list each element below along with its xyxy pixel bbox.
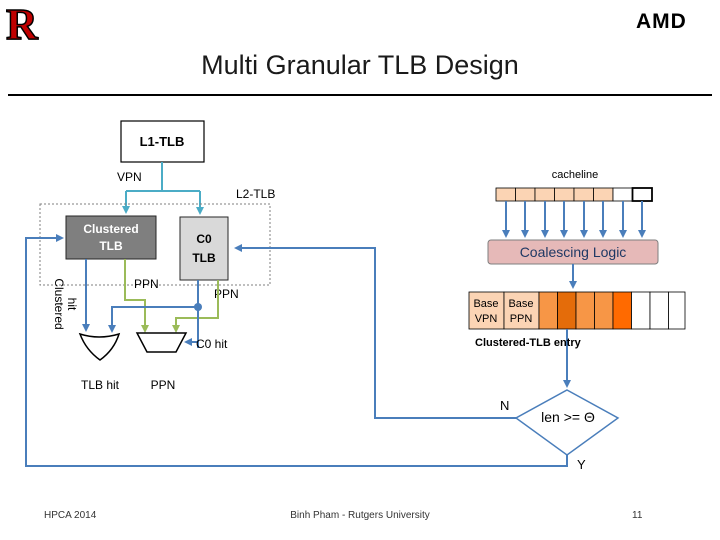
entry-bit-cell [594,291,614,330]
cacheline-block [612,187,633,202]
ppn-output-label: PPN [151,378,176,392]
clustered-entry [468,291,686,330]
c0-hit-label: C0 hit [196,337,228,351]
ppn-left-label: PPN [134,277,159,291]
l2-tlb-boundary [39,203,271,286]
entry-bit-cell [612,291,632,330]
rutgers-logo: R [5,2,40,44]
ppn-mux [135,332,188,353]
footer-conference: HPCA 2014 [44,510,97,521]
c0-tlb-label-1: C0 [196,232,212,246]
base-vpn-label-1: Base [473,298,498,310]
vpn-label: VPN [117,170,142,184]
or-gate [78,332,121,361]
yes-path-arrow [25,234,568,467]
no-path-arrow [234,244,516,419]
decision-label: len >= Θ [541,409,595,425]
clustered-tlb-box [65,215,157,260]
decision-no-label: N [500,398,509,413]
cacheline-label: cacheline [552,169,598,181]
c0-hit-wire-or [108,306,198,333]
cacheline-block [593,187,614,202]
entry-bit-cell [631,291,651,330]
entry-bit-cell [538,291,558,330]
base-ppn-label-1: Base [508,298,533,310]
cacheline-block-last [631,187,653,202]
rutgers-logo-letter: R [6,2,39,44]
clustered-entry-label: Clustered-TLB entry [475,337,582,349]
clustered-tlb-label-1: Clustered [83,222,138,236]
cacheline-block [554,187,575,202]
footer-author: Binh Pham - Rutgers University [290,510,430,521]
clustered-hit-label-2: hit [65,298,79,311]
vpn-arrow-clustered [126,190,200,212]
entry-bit-cell [649,291,669,330]
ppn-wire-clustered [124,259,149,333]
l2-tlb-label: L2-TLB [236,187,275,201]
l1-tlb-label: L1-TLB [140,134,185,149]
slide-title: Multi Granular TLB Design [201,50,519,80]
footer-page-number: 11 [632,510,643,521]
base-vpn-cell [468,291,505,330]
entry-bit-cell [557,291,577,330]
clustered-tlb-label-2: TLB [99,239,123,253]
base-ppn-label-2: PPN [510,313,533,325]
l1-tlb-box [120,120,205,163]
amd-logo: AMD [636,10,687,33]
clustered-hit-label-1: Clustered [52,278,66,329]
coalescing-logic-label: Coalescing Logic [520,244,627,260]
cacheline-blocks [495,187,653,202]
cacheline-block [495,187,516,202]
cacheline-block [534,187,555,202]
cacheline-block [573,187,594,202]
entry-bit-cell [668,291,686,330]
cacheline-block [515,187,536,202]
tlb-hit-label: TLB hit [81,378,120,392]
c0-tlb-box [179,216,229,281]
title-divider [8,94,712,96]
c0-tlb-label-2: TLB [192,251,216,265]
decision-yes-label: Y [577,457,586,472]
ppn-right-label: PPN [214,287,239,301]
cacheline-arrows [502,201,646,238]
entry-bit-cell [575,291,595,330]
base-vpn-label-2: VPN [475,313,498,325]
